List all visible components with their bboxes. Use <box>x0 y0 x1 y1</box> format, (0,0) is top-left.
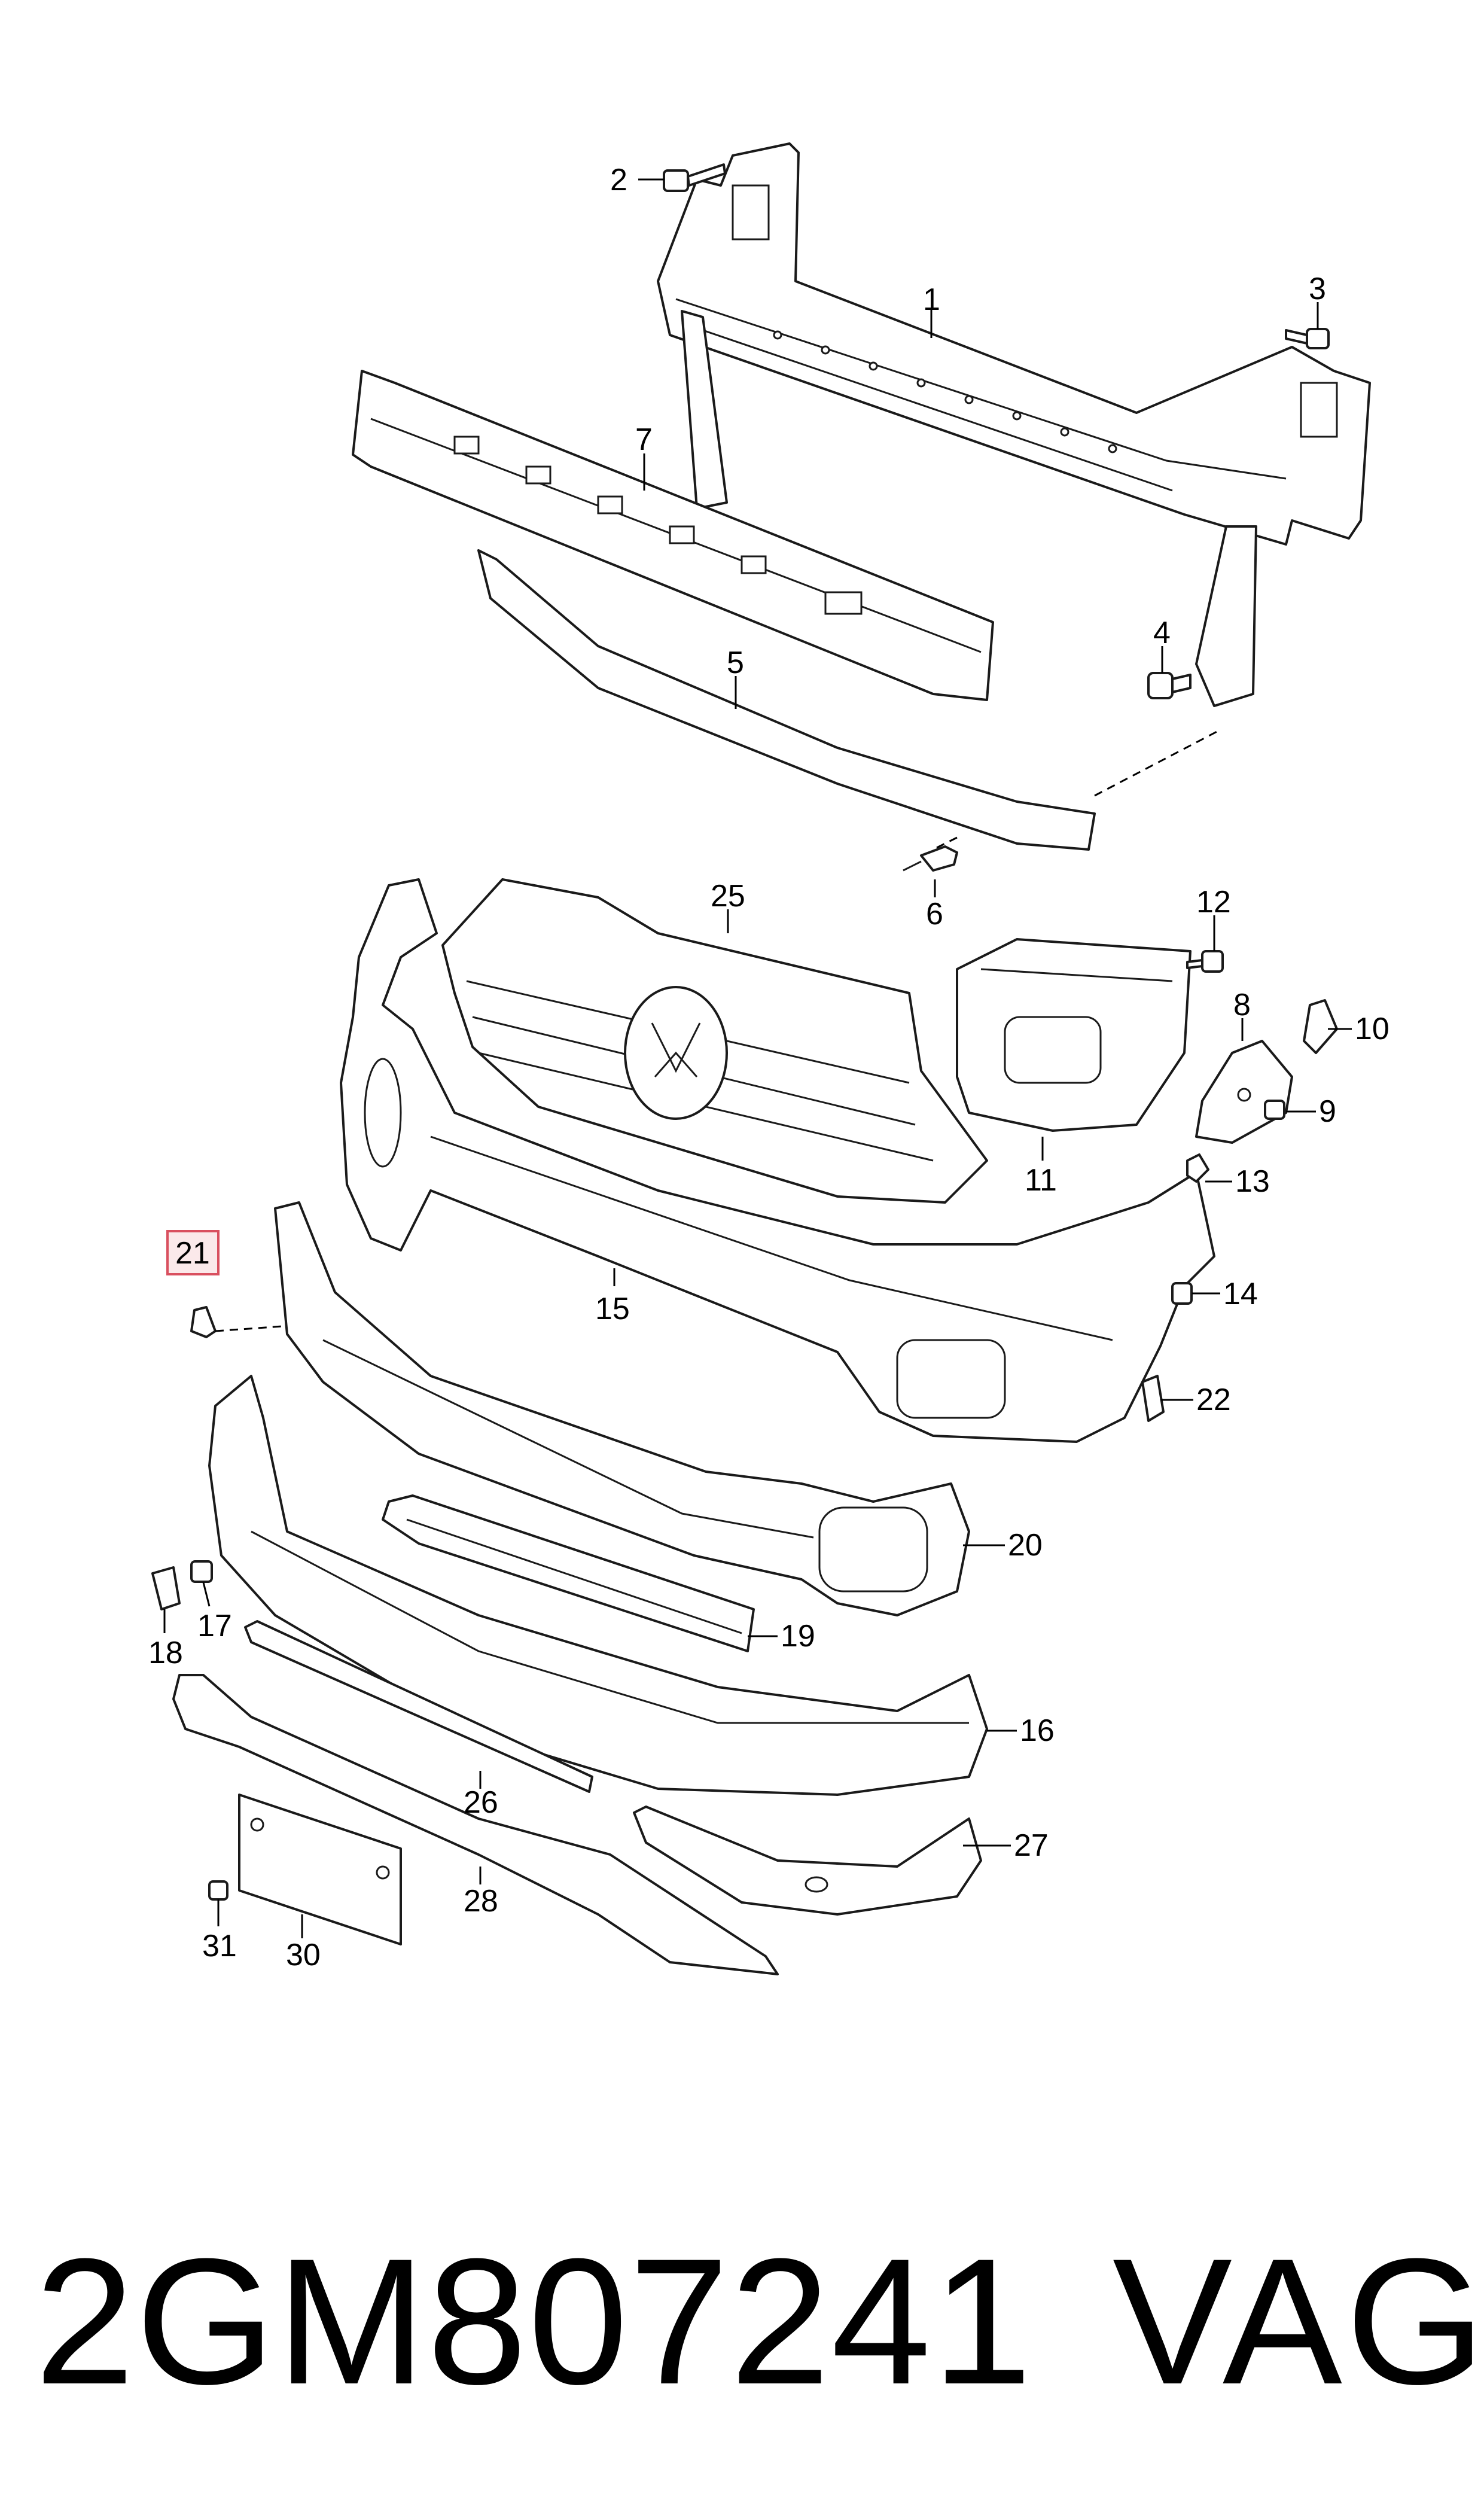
part-10-stud <box>1303 999 1338 1054</box>
callout-5: 5 <box>727 646 744 680</box>
callout-13: 13 <box>1235 1164 1270 1199</box>
callout-14: 14 <box>1223 1277 1258 1311</box>
part-8-side-bracket <box>1195 1040 1293 1144</box>
part-14-screw <box>1171 1282 1193 1305</box>
callout-4: 4 <box>1153 616 1171 650</box>
part-12-screw <box>1186 950 1224 973</box>
part-25-grille <box>441 878 988 1204</box>
part-1-bumper-carrier <box>657 142 1371 707</box>
part-31-screw <box>208 1880 228 1901</box>
callout-26: 26 <box>464 1785 498 1820</box>
callout-27: 27 <box>1014 1828 1049 1863</box>
callout-11: 11 <box>1025 1163 1057 1198</box>
callout-28: 28 <box>464 1884 498 1919</box>
callout-22: 22 <box>1196 1383 1231 1417</box>
part-28-spoiler-lip <box>172 1674 779 1975</box>
callout-31: 31 <box>202 1929 237 1963</box>
callout-7: 7 <box>635 422 653 457</box>
callout-25: 25 <box>711 879 745 914</box>
part-6-clip <box>903 845 958 872</box>
callout-21-highlight <box>166 1230 220 1275</box>
part-21-bracket <box>190 1306 300 1338</box>
part-11-bracket <box>956 938 1192 1132</box>
callout-16: 16 <box>1020 1713 1055 1748</box>
part-4-nut <box>1147 672 1192 699</box>
part-20-lower-trim <box>274 1201 970 1616</box>
part-3-bolt <box>1285 328 1330 349</box>
part-number: 2GM807241 <box>35 2221 1034 2422</box>
callout-18: 18 <box>148 1636 183 1670</box>
callout-2: 2 <box>610 163 627 197</box>
callout-10: 10 <box>1355 1012 1389 1046</box>
callout-21: 21 <box>175 1236 210 1271</box>
callout-15: 15 <box>595 1292 630 1326</box>
part-15-bumper-cover <box>340 878 1215 1443</box>
part-5-stiffener <box>477 549 1221 851</box>
callout-3: 3 <box>1309 272 1326 306</box>
callout-9: 9 <box>1319 1094 1336 1129</box>
callout-1: 1 <box>923 282 940 317</box>
part-13-clip <box>1186 1153 1209 1183</box>
exploded-parts-diagram: 1 2 3 4 5 6 7 8 9 10 11 12 13 14 15 16 1… <box>148 142 1389 1975</box>
part-9-nut <box>1264 1100 1285 1120</box>
part-17-screw <box>190 1560 213 1583</box>
part-22-clip <box>1141 1375 1165 1422</box>
part-27-side-trim <box>633 1805 982 1916</box>
callout-8: 8 <box>1233 988 1251 1022</box>
leader-lines <box>163 178 1352 1938</box>
callout-19: 19 <box>781 1619 815 1654</box>
footer: 2GM807241 VAG <box>0 2213 1484 2465</box>
callout-17: 17 <box>197 1609 232 1643</box>
part-30-plate-holder <box>238 1794 402 1945</box>
part-19-grille-insert <box>382 1494 755 1652</box>
part-18-clip <box>151 1566 181 1610</box>
callout-30: 30 <box>286 1938 321 1972</box>
callout-20: 20 <box>1008 1528 1043 1563</box>
brand-label: VAG <box>1113 2221 1484 2422</box>
part-2-bolt <box>663 163 726 192</box>
callout-12: 12 <box>1196 885 1231 919</box>
part-7-energy-absorber <box>352 370 994 701</box>
callout-6: 6 <box>926 897 943 931</box>
callout-labels: 1 2 3 4 5 6 7 8 9 10 11 12 13 14 15 16 1… <box>148 163 1389 1972</box>
part-26-trim-strip <box>244 1620 593 1793</box>
